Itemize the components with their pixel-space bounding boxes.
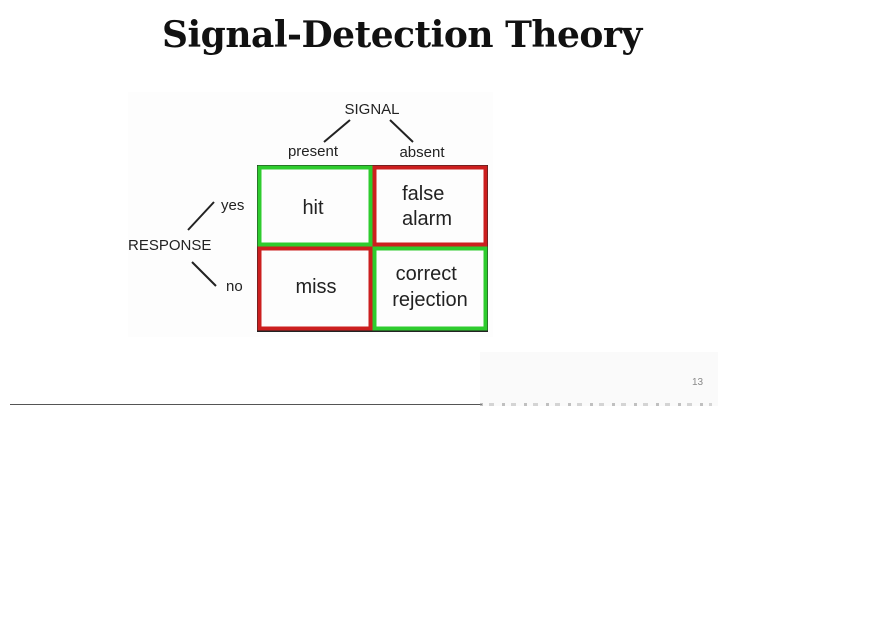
response-no-label: no <box>226 278 243 295</box>
matrix-diagram: SIGNAL present absent RESPONSE yes no hi… <box>128 101 488 332</box>
signal-branch-left <box>323 119 351 143</box>
cell-hit <box>257 165 373 247</box>
cell-hit-text: hit <box>302 197 324 219</box>
cell-false-alarm-line-2: alarm <box>402 208 452 230</box>
cell-miss-line-1: miss <box>295 276 336 298</box>
slide-number: 13 <box>692 377 704 388</box>
cell-hit-line-1: hit <box>302 197 324 219</box>
response-branch-up <box>187 201 215 231</box>
signal-label: SIGNAL <box>344 101 399 118</box>
cell-miss-text: miss <box>295 276 336 298</box>
signal-detection-matrix-figure: SIGNAL present absent RESPONSE yes no hi… <box>128 92 493 337</box>
cell-false-alarm-line-1: false <box>402 183 444 205</box>
response-yes-label: yes <box>221 197 244 214</box>
cell-correct-rejection-line-1: correct <box>396 263 458 285</box>
signal-present-label: present <box>288 143 339 160</box>
cell-correct-rejection-line-2: rejection <box>392 289 468 311</box>
cell-correct-rejection <box>372 246 488 331</box>
cell-false-alarm-text: false alarm <box>402 183 452 230</box>
footer-divider <box>10 404 482 405</box>
slide-title: Signal-Detection Theory <box>162 14 642 56</box>
signal-branch-right <box>389 119 414 143</box>
footer-dashed-divider <box>480 403 712 406</box>
cell-false-alarm <box>372 165 488 247</box>
response-label: RESPONSE <box>128 237 211 254</box>
signal-absent-label: absent <box>399 144 445 161</box>
cell-miss <box>257 246 373 331</box>
footer-band <box>480 352 718 406</box>
response-branch-down <box>191 261 217 287</box>
cell-correct-rejection-text: correct rejection <box>392 263 468 311</box>
